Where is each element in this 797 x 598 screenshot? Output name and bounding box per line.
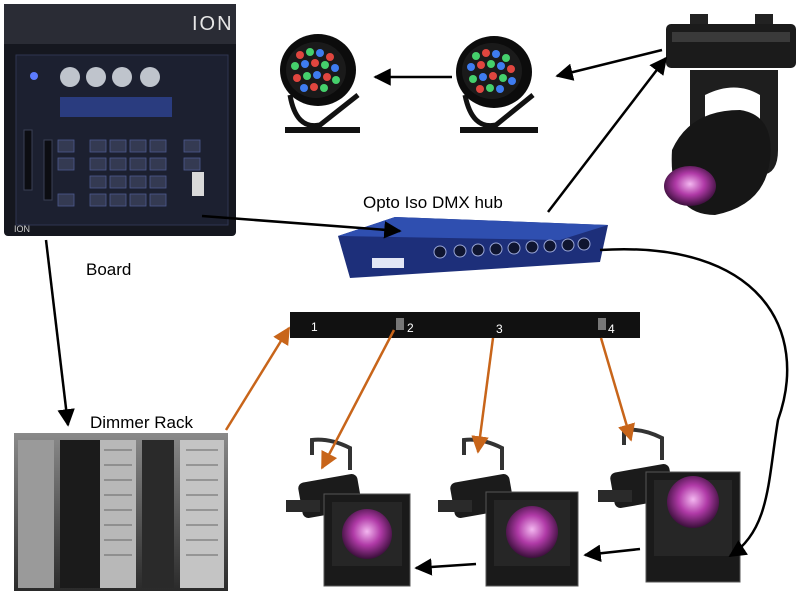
arrow-bar-to-fixture-3 [599,337,635,442]
arrow-bar-to-fixture-1 [320,329,396,470]
dimmer-rack [14,433,228,591]
hub-label: Opto Iso DMX hub [363,193,503,212]
console-brand: ION [192,13,234,35]
arrow-hub-to-moving-head [547,56,668,213]
console-keypad [57,139,201,207]
arrow-hub-to-fixture-3 [599,247,789,558]
moving-head-fixture [664,14,796,215]
arrow-fixture-3-to-2 [583,544,641,562]
led-array-left [291,48,340,92]
bar-number-2: 2 [407,321,414,335]
arrow-moving-head-to-par [555,48,663,81]
led-array-right [467,49,516,93]
bar-number-3: 3 [496,322,503,336]
lighting-bar: 1 2 3 4 [290,312,640,338]
lighting-console: ION ION [4,4,236,236]
dimmer-rack-label: Dimmer Rack [90,413,193,432]
arrow-dimmer-to-bar [224,326,291,431]
dmx-connections [44,48,789,576]
arrow-bar-to-fixture-2 [471,337,495,454]
ellipsoidal-fixture-3 [598,427,741,583]
ellipsoidal-fixture-2 [438,437,579,587]
bar-number-4: 4 [608,322,615,336]
console-encoders [30,67,160,87]
bar-number-1: 1 [311,320,318,334]
led-par-right [456,36,538,133]
led-par-left [280,34,360,133]
console-brand-small: ION [14,224,30,234]
arrow-fixture-2-to-1 [414,558,477,576]
ellipsoidal-fixture-1 [286,437,411,587]
power-connections [224,326,635,470]
arrow-board-to-dimmer [44,239,75,427]
dmx-hub [338,217,608,278]
board-label: Board [86,260,132,279]
arrow-board-to-hub [201,214,402,239]
